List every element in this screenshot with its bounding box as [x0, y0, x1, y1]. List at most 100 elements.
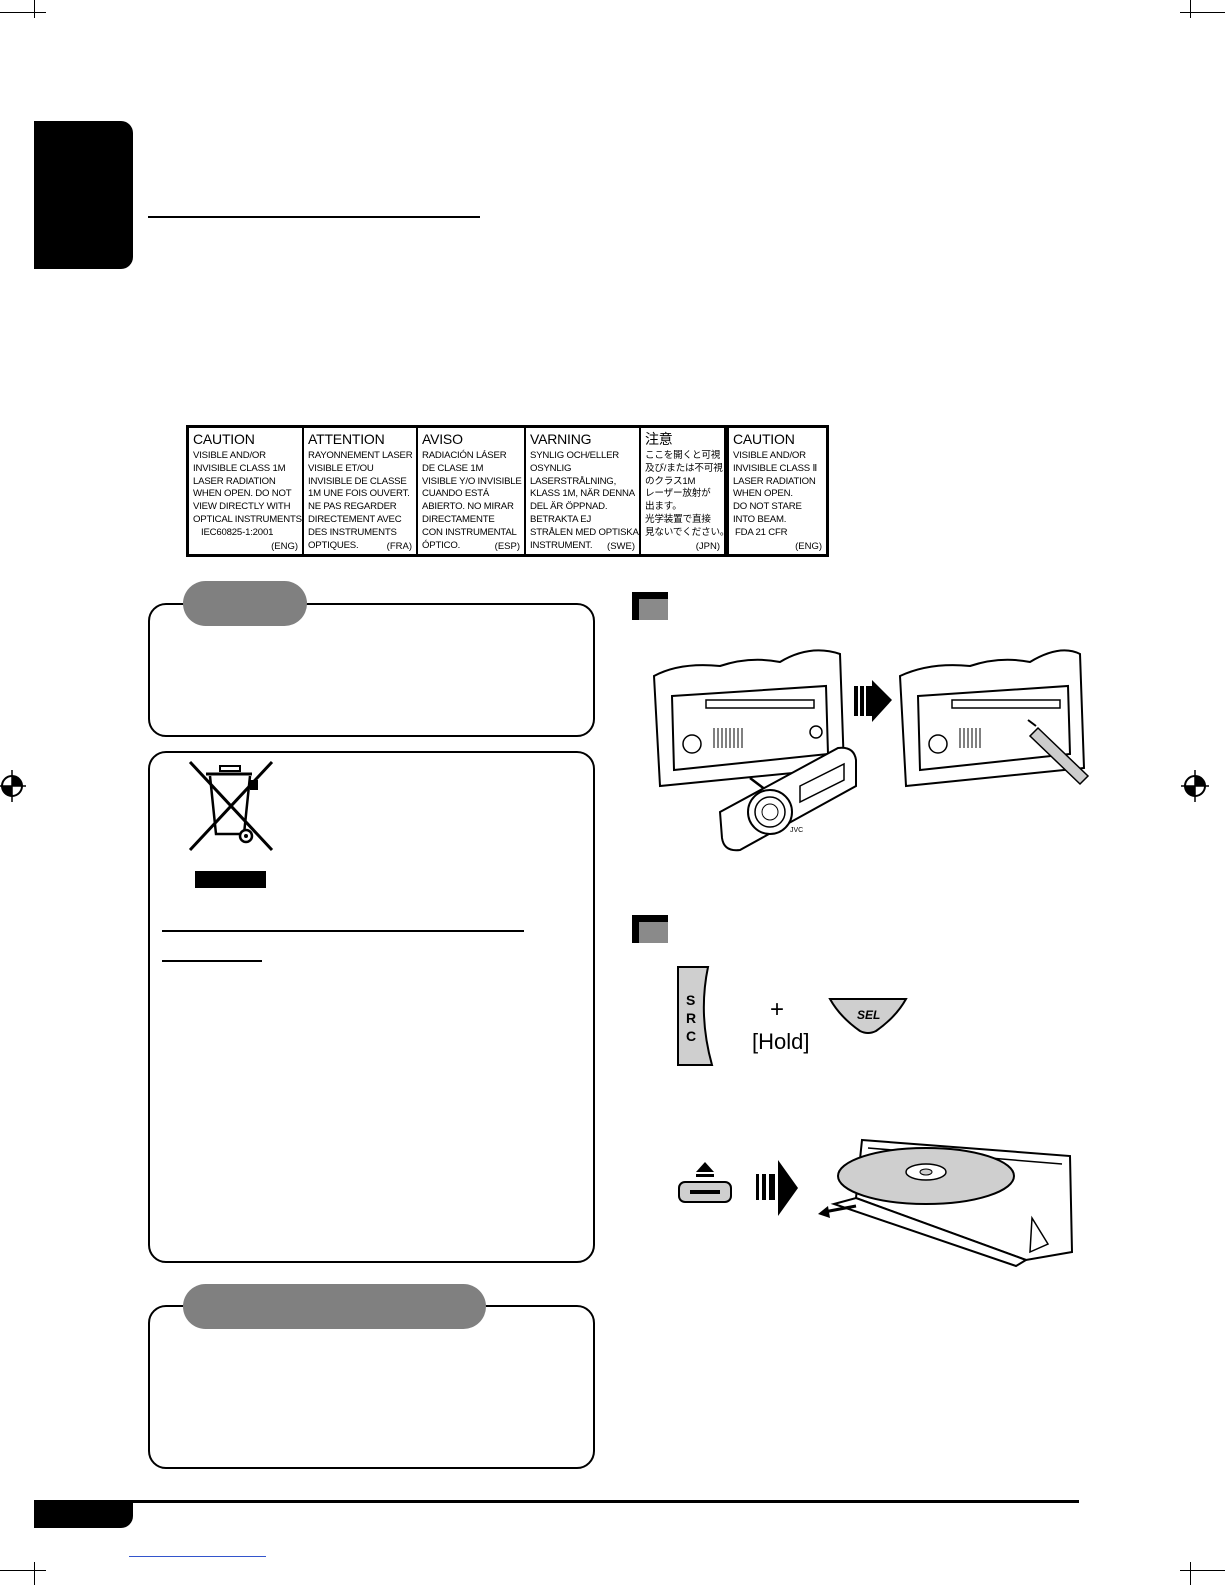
crop-mark — [34, 1562, 35, 1585]
registration-mark-icon — [1181, 770, 1209, 802]
notice-box-top-heading-pill — [183, 581, 307, 626]
laser-panel-esp: AVISO RADIACIÓN LÁSER DE CLASE 1M VISIBL… — [418, 428, 526, 554]
laser-panel-line: CUANDO ESTÁ — [422, 488, 490, 500]
laser-panel-line: OPTICAL INSTRUMENTS. — [193, 513, 304, 525]
laser-panel-line: INVISIBLE CLASS Ⅱ — [733, 462, 817, 474]
laser-panel-language: (ENG) — [795, 541, 822, 552]
crop-mark — [0, 12, 46, 13]
laser-panel-line: VISIBLE AND/OR — [733, 450, 806, 461]
footer-rule — [34, 1500, 1079, 1503]
laser-panel-line: SYNLIG OCH/ELLER — [530, 450, 620, 461]
laser-panel-line: レーザー放射が — [645, 488, 711, 500]
link-underline — [129, 1556, 266, 1557]
laser-panel-line: ABIERTO. NO MIRAR — [422, 501, 514, 513]
laser-panel-line: VISIBLE Y/O INVISIBLE — [422, 475, 522, 487]
registration-mark-icon — [0, 770, 26, 802]
page-number-tab — [34, 1500, 133, 1528]
laser-panel-heading: VARNING — [530, 431, 592, 447]
language-tab — [34, 121, 133, 269]
laser-panel-line: VISIBLE AND/OR — [193, 450, 266, 461]
title-underline — [148, 216, 480, 218]
disposal-symbol-bar — [195, 871, 266, 888]
eject-button-icon[interactable] — [676, 1158, 734, 1206]
laser-panel-line: INVISIBLE CLASS 1M — [193, 462, 286, 474]
laser-panel-line: RADIACIÓN LÁSER — [422, 450, 507, 461]
step-marker — [632, 592, 668, 620]
laser-panel-language: (JPN) — [695, 541, 720, 552]
laser-panel-line: ここを開くと可視 — [645, 450, 721, 461]
src-letter: S — [686, 992, 695, 1008]
laser-panel-line: のクラス1M — [645, 475, 696, 487]
laser-panel-jpn: 注意 ここを開くと可視 及び/または不可視 のクラス1M レーザー放射が 出ます… — [641, 428, 726, 554]
laser-panel-line: 及び/または不可視 — [645, 462, 723, 474]
crop-mark — [1180, 12, 1225, 13]
disc-eject-illustration — [818, 1138, 1074, 1268]
disposal-info-box — [148, 751, 595, 1263]
laser-caution-label: CAUTION VISIBLE AND/OR INVISIBLE CLASS 1… — [186, 425, 829, 557]
laser-panel-line: INTO BEAM. — [733, 513, 787, 525]
arrow-right-icon — [756, 1160, 798, 1216]
laser-panel-line: DIRECTAMENTE — [422, 513, 495, 525]
laser-panel-line: WHEN OPEN. — [733, 488, 793, 500]
laser-panel-line: 1M UNE FOIS OUVERT. — [308, 488, 410, 500]
laser-panel-line: LASER RADIATION — [193, 475, 276, 487]
laser-panel-line: KLASS 1M, NÄR DENNA — [530, 488, 635, 500]
laser-panel-line: VIEW DIRECTLY WITH — [193, 501, 291, 513]
laser-panel-line: DIRECTEMENT AVEC — [308, 513, 402, 525]
brand-logo-text: JVC — [790, 827, 803, 834]
laser-panel-heading: ATTENTION — [308, 431, 385, 447]
step-marker — [632, 915, 668, 943]
laser-panel-line: 見ないでください。 — [645, 526, 726, 538]
crossed-out-wheelie-bin-icon — [188, 760, 274, 852]
laser-panel-language: (ESP) — [494, 541, 520, 552]
disposal-heading-underline — [162, 960, 262, 962]
laser-panel-language: (FRA) — [386, 541, 412, 552]
laser-panel-line: DO NOT STARE — [733, 501, 802, 513]
sel-label: SEL — [857, 1008, 880, 1022]
detach-panel-illustration: JVC — [652, 649, 1090, 852]
laser-panel-heading: CAUTION — [733, 431, 795, 447]
laser-panel-line: VISIBLE ET/OU — [308, 462, 374, 474]
laser-panel-line: INVISIBLE DE CLASSE — [308, 475, 407, 487]
laser-panel-line: BETRAKTA EJ — [530, 513, 592, 525]
laser-panel-line: DEL ÄR ÖPPNAD. — [530, 501, 608, 513]
laser-panel-line: LASERSTRÅLNING, — [530, 475, 617, 487]
laser-panel-line: STRÅLEN MED OPTISKA — [530, 526, 639, 538]
laser-panel-line: 出ます。 — [645, 501, 682, 513]
laser-panel-line: OSYNLIG — [530, 462, 572, 474]
laser-panel-eng: CAUTION VISIBLE AND/OR INVISIBLE CLASS 1… — [189, 428, 304, 554]
laser-panel-line: OPTIQUES. — [308, 539, 359, 551]
sel-button-icon[interactable]: SEL — [828, 997, 908, 1035]
laser-panel-fda: CAUTION VISIBLE AND/OR INVISIBLE CLASS Ⅱ… — [726, 428, 826, 554]
laser-panel-line: DES INSTRUMENTS — [308, 526, 397, 538]
notice-box-bottom-heading-pill — [183, 1284, 486, 1329]
laser-panel-fra: ATTENTION RAYONNEMENT LASER VISIBLE ET/O… — [304, 428, 418, 554]
laser-panel-swe: VARNING SYNLIG OCH/ELLER OSYNLIG LASERST… — [526, 428, 641, 554]
crop-mark — [0, 1570, 46, 1571]
laser-panel-heading: CAUTION — [193, 431, 255, 447]
laser-panel-heading: AVISO — [422, 431, 463, 447]
laser-panel-line: LASER RADIATION — [733, 475, 816, 487]
laser-panel-line: NE PAS REGARDER — [308, 501, 397, 513]
laser-panel-line: WHEN OPEN. DO NOT — [193, 488, 292, 500]
laser-panel-line: CON INSTRUMENTAL — [422, 526, 517, 538]
crop-mark — [1190, 1562, 1191, 1585]
laser-panel-line: INSTRUMENT. — [530, 539, 593, 551]
laser-panel-line: 光学装置で直接 — [645, 513, 711, 525]
disposal-heading-underline — [162, 930, 524, 932]
laser-panel-line: RAYONNEMENT LASER — [308, 450, 413, 461]
plus-sign: + — [770, 996, 785, 1023]
laser-panel-line: IEC60825-1:2001 — [201, 526, 274, 538]
src-letter: C — [686, 1028, 696, 1044]
crop-mark — [34, 0, 35, 18]
laser-panel-line: FDA 21 CFR — [735, 526, 788, 538]
laser-panel-line: DE CLASE 1M — [422, 462, 484, 474]
notice-box-bottom — [148, 1305, 595, 1469]
laser-panel-language: (ENG) — [271, 541, 298, 552]
laser-panel-language: (SWE) — [607, 541, 635, 552]
src-button-icon[interactable]: S R C — [676, 965, 718, 1067]
src-letter: R — [686, 1010, 696, 1026]
crop-mark — [1180, 1570, 1225, 1571]
laser-panel-heading: 注意 — [645, 431, 673, 447]
hold-label: [Hold] — [752, 1029, 810, 1054]
